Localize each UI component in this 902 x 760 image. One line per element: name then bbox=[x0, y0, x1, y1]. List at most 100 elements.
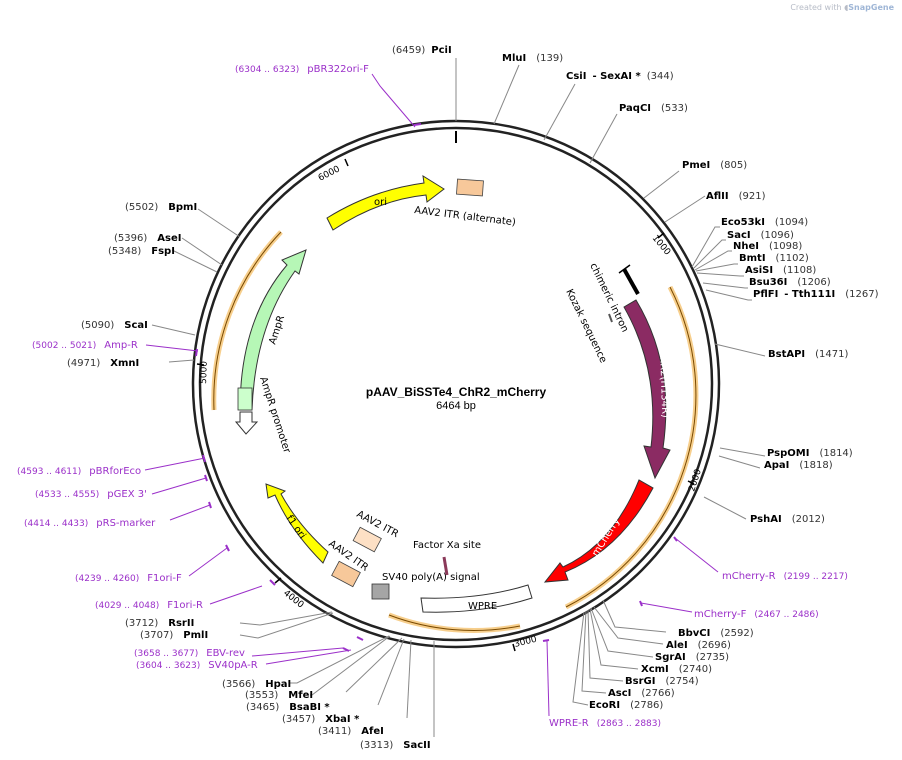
enzyme-label: NheI(1098) bbox=[733, 241, 802, 252]
enzyme-label: (5090)ScaI bbox=[81, 320, 148, 331]
enzyme-pos: (139) bbox=[536, 53, 563, 64]
chimeric-intron-cap bbox=[618, 264, 631, 274]
enzyme-pos: (805) bbox=[720, 160, 747, 171]
enzyme-name: EcoRI bbox=[589, 700, 620, 711]
enzyme-name: PmlI bbox=[183, 630, 208, 641]
chr2-arrow bbox=[623, 299, 671, 480]
primer-range: (2199 .. 2217) bbox=[784, 572, 848, 582]
primer-range: (4414 .. 4433) bbox=[24, 519, 88, 529]
enzyme-pos: (2735) bbox=[696, 652, 729, 663]
enzyme-name: HpaI bbox=[265, 679, 291, 690]
enzyme-name: SacI bbox=[727, 230, 751, 241]
primer-name: pGEX 3' bbox=[107, 489, 147, 500]
primer-range: (3604 .. 3623) bbox=[136, 661, 200, 671]
enzyme-name: XcmI bbox=[641, 664, 669, 675]
enzyme-pos: (4971) bbox=[67, 358, 100, 369]
enzyme-label: SgrAI (2735) bbox=[655, 652, 729, 663]
primer-name: mCherry-F bbox=[694, 609, 747, 620]
ampr-label: AmpR bbox=[267, 314, 287, 346]
tick-1000: 1000 bbox=[650, 234, 673, 258]
enzyme-name: BsrGI bbox=[625, 676, 655, 687]
enzyme-pos: (5396) bbox=[114, 233, 147, 244]
primer-range: (4533 .. 4555) bbox=[35, 490, 99, 500]
enzyme-label: SacI(1096) bbox=[727, 230, 794, 241]
enzyme-name: SgrAI bbox=[655, 652, 686, 663]
enzyme-pos: (5348) bbox=[108, 246, 141, 257]
itr-alternate-box bbox=[456, 178, 484, 197]
enzyme-name: Bsu36I bbox=[749, 277, 787, 288]
enzyme-name: MfeI bbox=[288, 690, 313, 701]
enzyme-label: (3553) MfeI bbox=[245, 690, 313, 701]
tick-marks bbox=[196, 158, 695, 652]
primer-name: mCherry-R bbox=[722, 571, 776, 582]
enzyme-pos: (1267) bbox=[845, 289, 878, 300]
enzyme-name: AscI bbox=[608, 688, 631, 699]
primer-name: WPRE-R bbox=[549, 718, 589, 729]
enzyme-label: AflII(921) bbox=[706, 191, 766, 202]
enzyme-pos: (344) bbox=[647, 71, 674, 82]
enzyme-pos: (3411) bbox=[318, 726, 351, 737]
primer-name: F1ori-R bbox=[167, 600, 203, 611]
orf-arc-bottom-core bbox=[388, 614, 521, 631]
plasmid-name: pAAV_BiSSTe4_ChR2_mCherry bbox=[366, 385, 547, 399]
enzyme-pos: (533) bbox=[661, 103, 688, 114]
ampr-promoter-label: AmpR promoter bbox=[257, 376, 292, 456]
enzyme-name: PmeI bbox=[682, 160, 710, 171]
enzyme-pos: (2696) bbox=[698, 640, 731, 651]
primer-label: (3604 .. 3623)SV40pA-R bbox=[136, 660, 258, 671]
itr-box-2 bbox=[331, 560, 361, 588]
enzyme-name: MluI bbox=[502, 53, 526, 64]
primer-label: (4239 .. 4260)F1ori-F bbox=[75, 573, 182, 584]
enzyme-label: (3712)RsrII bbox=[125, 618, 194, 629]
enzyme-pos: (1814) bbox=[819, 448, 852, 459]
primer-name: pBR322ori-F bbox=[307, 64, 369, 75]
enzyme-name: BsaBI * bbox=[289, 702, 330, 713]
primer-range: (3658 .. 3677) bbox=[134, 649, 198, 659]
enzyme-extra: - SexAI * bbox=[592, 71, 641, 82]
chimeric-intron-bar bbox=[622, 268, 640, 295]
enzyme-pos: (2766) bbox=[641, 688, 674, 699]
enzyme-label: PflFI- Tth111I(1267) bbox=[753, 289, 879, 300]
primer-label: (4029 .. 4048)F1ori-R bbox=[95, 600, 203, 611]
kozak-mark bbox=[608, 313, 613, 323]
enzyme-label: Bsu36I (1206) bbox=[749, 277, 831, 288]
wpre-label: WPRE bbox=[468, 601, 497, 612]
factor-xa-label: Factor Xa site bbox=[413, 540, 481, 551]
enzyme-name: BpmI bbox=[168, 202, 197, 213]
primer-label: (4414 .. 4433) pRS-marker bbox=[24, 518, 156, 529]
enzyme-label: CsiI- SexAI *(344) bbox=[566, 71, 674, 82]
enzyme-pos: (5502) bbox=[125, 202, 158, 213]
enzyme-name: BbvCI bbox=[678, 628, 710, 639]
primer-label: (4593 .. 4611)pBRforEco bbox=[17, 466, 141, 477]
enzyme-label: (3457)XbaI * bbox=[282, 714, 360, 725]
enzyme-name: SacII bbox=[403, 740, 430, 751]
enzyme-pos: (3465) bbox=[246, 702, 279, 713]
kozak-label: Kozak sequence bbox=[563, 287, 608, 364]
enzyme-name: PshAI bbox=[750, 514, 782, 525]
tick-3000: 3000 bbox=[513, 635, 538, 650]
enzyme-label: BstAPI(1471) bbox=[768, 349, 849, 360]
ampr-promoter-arrow bbox=[234, 411, 259, 435]
primer-name: EBV-rev bbox=[206, 648, 245, 659]
enzyme-pos: (1818) bbox=[799, 460, 832, 471]
enzyme-label: PspOMI(1814) bbox=[767, 448, 853, 459]
enzyme-label: (3411)AfeI bbox=[318, 726, 384, 737]
enzyme-pos: (1206) bbox=[797, 277, 830, 288]
enzyme-name: BmtI bbox=[739, 253, 766, 264]
enzyme-pos: (3553) bbox=[245, 690, 278, 701]
enzyme-label: (3465) BsaBI * bbox=[246, 702, 330, 713]
enzyme-name: AleI bbox=[666, 640, 688, 651]
enzyme-label: BmtI(1102) bbox=[739, 253, 809, 264]
backbone-inner bbox=[198, 126, 714, 642]
enzyme-name: PaqCI bbox=[619, 103, 651, 114]
primer-name: pRS-marker bbox=[96, 518, 156, 529]
ori-arrow bbox=[326, 175, 445, 231]
enzyme-label: ApaI(1818) bbox=[764, 460, 833, 471]
enzyme-label: AscI (2766) bbox=[608, 688, 675, 699]
primer-leaders bbox=[144, 73, 719, 717]
enzyme-name: AsiSI bbox=[745, 265, 773, 276]
enzyme-label: BbvCI(2592) bbox=[678, 628, 754, 639]
enzyme-label: AleI (2696) bbox=[666, 640, 731, 651]
enzyme-pos: (3566) bbox=[222, 679, 255, 690]
